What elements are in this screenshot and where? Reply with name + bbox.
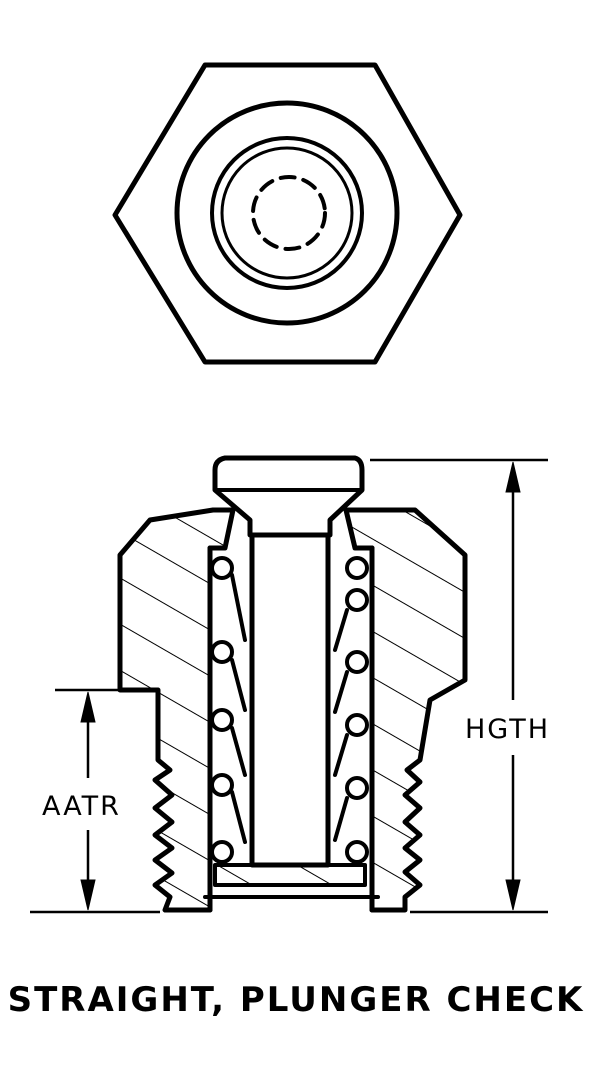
dimension-aatr (30, 688, 160, 914)
aatr-arrow-bottom (80, 879, 96, 911)
top-view (112, 62, 463, 365)
seat-inner-circle (220, 146, 354, 280)
seat-outer-circle (210, 136, 364, 290)
aatr-arrow-top (80, 691, 96, 723)
plunger-head (212, 455, 365, 538)
hgth-label: HGTH (465, 714, 550, 745)
plunger-stem (249, 532, 331, 868)
aatr-label: AATR (42, 791, 121, 822)
hex-outline (112, 62, 463, 365)
figure-caption: STRAIGHT, PLUNGER CHECK (7, 980, 585, 1020)
side-view (117, 455, 468, 913)
seat-retainer (213, 863, 367, 887)
spring-left (210, 556, 247, 864)
hgth-arrow-top (505, 461, 521, 493)
spring-right (333, 556, 369, 864)
dimension-hgth (370, 458, 548, 914)
outer-face-circle (174, 100, 400, 326)
plunger-hidden-circle (251, 175, 327, 251)
hgth-arrow-bottom (505, 879, 521, 911)
